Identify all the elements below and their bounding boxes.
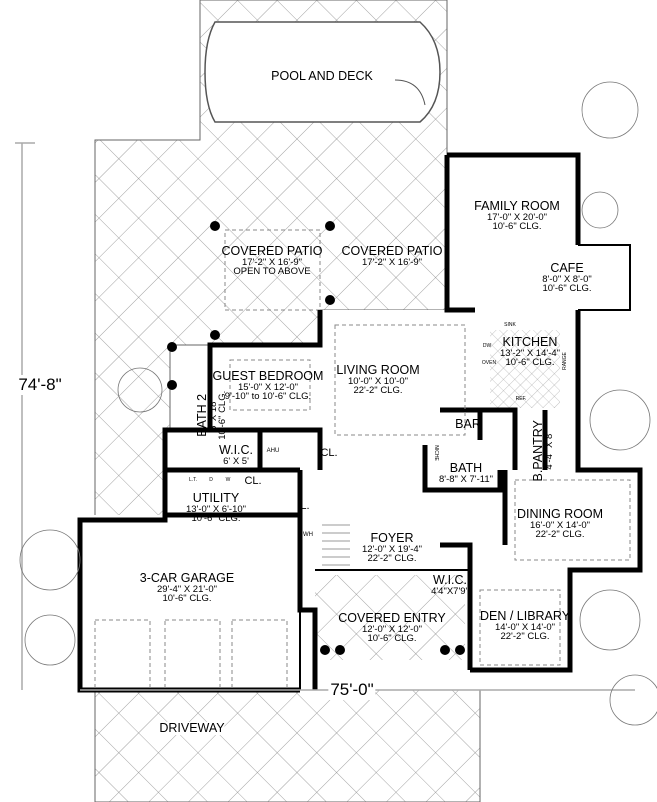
dryer-label: D [209, 477, 213, 483]
walls [77, 152, 643, 693]
room-driveway: DRIVEWAY [159, 721, 225, 735]
columns [167, 221, 465, 655]
landscaping [19, 81, 657, 726]
water-heater-label: WH [303, 532, 313, 538]
room-bar: BAR [455, 417, 481, 431]
closet-label: CL. [320, 447, 338, 459]
refrigerator-label: REF. [515, 396, 527, 402]
room-pool: POOL AND DECK [271, 69, 373, 83]
niche-label: NICHE [432, 445, 439, 461]
sink-label: SINK [504, 322, 516, 328]
width-dimension: 75'-0" [328, 680, 376, 700]
washer-label: W [225, 477, 231, 483]
ahu-label: AHU [266, 448, 280, 454]
range-label: RANGE [561, 352, 568, 370]
room-wic-1: W.I.C.6' X 5' [218, 443, 254, 467]
dishwasher-label: DW [482, 343, 492, 349]
room-wic-2: W.I.C.4'4"X7'9" [431, 573, 469, 597]
pool [204, 21, 441, 123]
depth-dimension: 74'-8" [16, 375, 64, 395]
laundry-tub-label: L.T. [188, 477, 198, 483]
linen-label: L. [300, 500, 310, 512]
driveway [94, 689, 481, 802]
oven-label: OVEN [481, 360, 497, 366]
closet-label: CL. [244, 475, 262, 487]
